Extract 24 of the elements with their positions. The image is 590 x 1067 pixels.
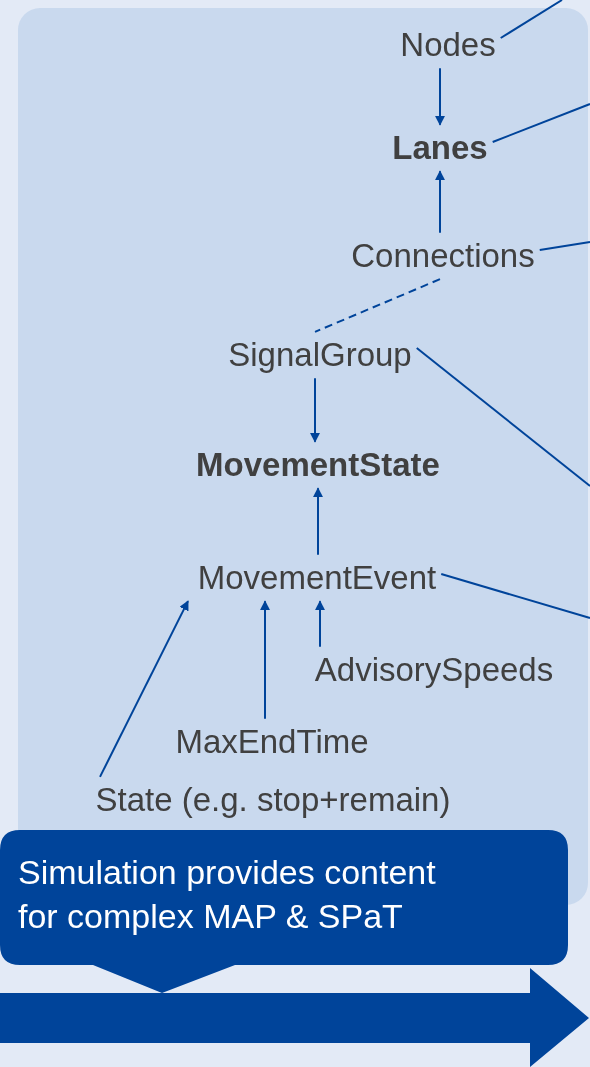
node-label: AdvisorySpeeds bbox=[314, 651, 554, 689]
arrow bbox=[435, 170, 445, 234]
node-label: MovementState bbox=[196, 446, 440, 484]
connector-line bbox=[499, 0, 563, 39]
arrow bbox=[310, 377, 320, 443]
arrow bbox=[435, 67, 445, 126]
node-label: State (e.g. stop+remain) bbox=[95, 781, 451, 819]
connector-line bbox=[538, 241, 590, 251]
node-label: Nodes bbox=[400, 26, 496, 64]
arrow bbox=[313, 487, 323, 556]
node-label: Lanes bbox=[392, 129, 488, 167]
node-label: MaxEndTime bbox=[175, 723, 369, 761]
connector-line bbox=[415, 347, 590, 487]
connector-line bbox=[491, 103, 590, 143]
group-panel bbox=[18, 8, 588, 905]
arrow bbox=[315, 600, 325, 648]
arrow bbox=[99, 600, 189, 778]
arrow bbox=[260, 600, 270, 720]
dashed-connector bbox=[314, 278, 441, 333]
callout-box: Simulation provides content for complex MAP & SPaT bbox=[0, 830, 568, 993]
node-label: Connections bbox=[351, 237, 535, 275]
connector-line bbox=[440, 573, 590, 619]
node-label: MovementEvent bbox=[197, 559, 437, 597]
node-label: SignalGroup bbox=[228, 336, 412, 374]
